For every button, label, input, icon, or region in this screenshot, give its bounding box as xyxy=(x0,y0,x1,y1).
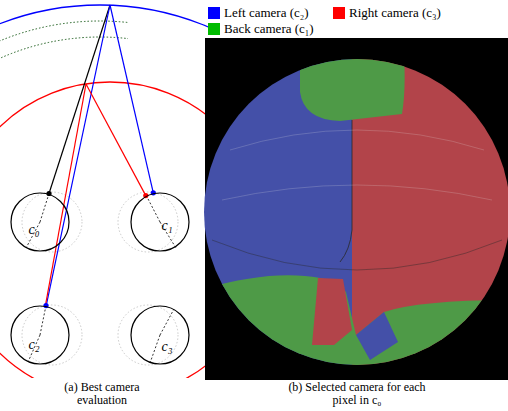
subfigure-caption: (b) Selected camera for each pixel in c₀ xyxy=(277,381,437,406)
camera-outline xyxy=(10,305,70,365)
camera-circle: c₁ xyxy=(130,192,190,252)
camera-label: c₂ xyxy=(28,338,39,352)
camera-circle: c₀ xyxy=(10,192,70,252)
legend-text: Right camera (c₃) xyxy=(349,6,441,20)
camera-outline xyxy=(10,192,70,252)
legend-entry: Back camera (c₁) xyxy=(208,22,383,37)
camera-label: c₁ xyxy=(161,219,172,233)
legend-swatch xyxy=(208,7,220,19)
dotted-arcs xyxy=(0,21,128,378)
rays xyxy=(45,5,153,306)
range-arcs xyxy=(0,5,208,378)
legend-entry: Right camera (c₃) xyxy=(333,6,508,21)
camera-circle: c₂ xyxy=(10,305,70,365)
camera-selection-map xyxy=(200,55,508,375)
subfigure-caption: (a) Best camera evaluation xyxy=(43,381,161,406)
camera-circle: c₃ xyxy=(130,305,190,365)
legend-swatch xyxy=(333,7,345,19)
legend-swatch xyxy=(208,23,220,35)
ray-dots xyxy=(43,190,155,308)
lens-wedges xyxy=(26,194,176,364)
legend-text: Left camera (c₂) xyxy=(224,6,309,20)
camera-label: c₃ xyxy=(161,340,172,354)
camera-outline xyxy=(130,305,190,365)
camera-label: c₀ xyxy=(28,223,39,237)
legend-text: Back camera (c₁) xyxy=(224,22,314,36)
fov-hints xyxy=(22,192,178,365)
camera-outline xyxy=(130,192,190,252)
